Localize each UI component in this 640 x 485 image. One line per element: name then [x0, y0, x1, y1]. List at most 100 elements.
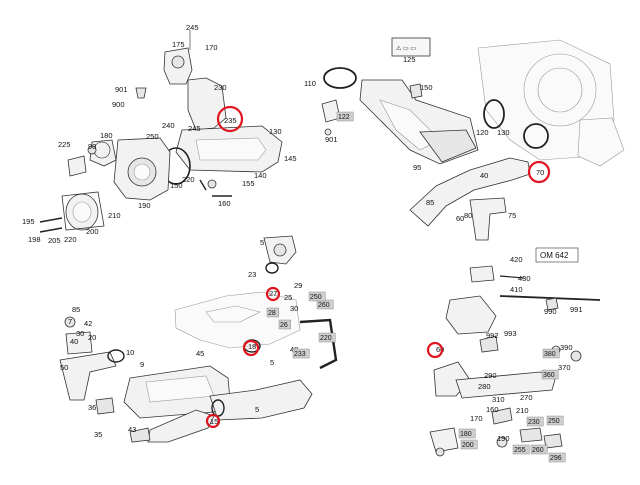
callout-tag-bg: [526, 416, 544, 427]
callout-245: 245: [188, 124, 201, 133]
callout-43: 43: [128, 425, 136, 434]
callout-110: 110: [304, 79, 316, 88]
callout-30: 30: [290, 304, 298, 313]
callout-991: 991: [570, 305, 583, 314]
callout-220: 220: [64, 235, 77, 244]
callout-160: 160: [486, 405, 499, 414]
callout-10: 10: [126, 348, 134, 357]
callout-200: 200: [462, 442, 474, 449]
callout-901: 901: [115, 85, 128, 94]
callout-5: 5: [270, 358, 274, 367]
callout-tag-bg: [548, 452, 566, 463]
callout-27: 27: [269, 289, 277, 298]
callout-990: 990: [544, 307, 557, 316]
callout-230: 230: [214, 83, 227, 92]
callout-170: 170: [470, 414, 483, 423]
callout-tag-bg: [458, 428, 476, 439]
highlight-circle-70: [527, 160, 551, 184]
callout-75: 75: [508, 211, 516, 220]
callout-130: 130: [497, 128, 510, 137]
callout-35: 35: [94, 430, 102, 439]
callout-310: 310: [492, 395, 505, 404]
callout-tag-bg: [460, 439, 478, 450]
callout-tag-bg: [318, 332, 336, 343]
callout-5: 5: [260, 238, 264, 247]
callout-240: 240: [162, 121, 175, 130]
callout-993: 993: [504, 329, 517, 338]
callout-170: 170: [205, 43, 218, 52]
callout-230: 230: [528, 419, 540, 426]
callout-5: 5: [255, 405, 259, 414]
callout-18: 18: [248, 342, 256, 351]
callout-198: 198: [28, 235, 41, 244]
engine-code-box: OM 642: [540, 251, 569, 260]
highlight-circle-15: [205, 413, 221, 429]
callout-25: 25: [284, 293, 292, 302]
callout-280: 280: [478, 382, 491, 391]
callout-26: 26: [280, 322, 288, 329]
highlight-circle-235: [216, 105, 244, 133]
callout-122: 122: [338, 114, 350, 121]
highlight-circle-27: [265, 286, 281, 302]
callout-42: 42: [84, 319, 92, 328]
callout-250: 250: [146, 132, 159, 141]
callout-40: 40: [480, 171, 488, 180]
callout-28: 28: [268, 310, 276, 317]
callout-160: 160: [218, 199, 231, 208]
callout-30: 30: [76, 329, 84, 338]
callout-430: 430: [518, 274, 531, 283]
callout-360: 360: [543, 372, 555, 379]
callout-tag-bg: [542, 348, 560, 359]
callout-80: 80: [464, 211, 472, 220]
callout-90: 90: [88, 142, 96, 151]
callout-tag-bg: [292, 348, 310, 359]
callout-220: 220: [320, 335, 332, 342]
callout-60: 60: [456, 214, 464, 223]
callout-210: 210: [108, 211, 121, 220]
callout-900: 900: [112, 100, 125, 109]
callout-tag-bg: [278, 319, 292, 330]
callout-15: 15: [210, 417, 218, 426]
callout-296: 296: [550, 455, 562, 462]
callout-85: 85: [426, 198, 434, 207]
callout-120: 120: [476, 128, 489, 137]
callout-420: 420: [510, 255, 523, 264]
callout-50: 50: [60, 363, 68, 372]
callout-20: 20: [88, 333, 96, 342]
callout-140: 140: [254, 171, 267, 180]
highlight-circle-18: [242, 339, 260, 357]
warning-label-icon: ⚠ ▭ ▭: [396, 45, 416, 52]
callout-45: 45: [196, 349, 204, 358]
callout-190: 190: [138, 201, 151, 210]
callout-250: 250: [548, 418, 560, 425]
callout-255: 255: [514, 447, 526, 454]
callout-tag-bg: [546, 415, 564, 426]
callout-901: 901: [325, 135, 338, 144]
callout-23: 23: [248, 270, 256, 279]
callout-260: 260: [318, 302, 330, 309]
callout-410: 410: [510, 285, 523, 294]
callout-40: 40: [70, 337, 78, 346]
callout-992: 992: [486, 331, 499, 340]
callout-290: 290: [484, 371, 497, 380]
callout-260: 260: [532, 447, 544, 454]
callout-70: 70: [536, 168, 544, 177]
callout-tag-bg: [308, 291, 326, 302]
callout-36: 36: [88, 403, 96, 412]
callout-210: 210: [516, 406, 529, 415]
callout-235: 235: [224, 116, 237, 125]
callout-95: 95: [413, 163, 421, 172]
callout-380: 380: [544, 351, 556, 358]
callout-85: 85: [72, 305, 80, 314]
callout-270: 270: [520, 393, 533, 402]
callout-390: 390: [560, 343, 573, 352]
callout-7: 7: [68, 317, 72, 326]
callout-245: 245: [186, 23, 199, 32]
callout-180: 180: [100, 131, 113, 140]
callout-tag-bg: [530, 444, 548, 455]
highlight-circle-60: [426, 341, 444, 359]
callout-233: 233: [294, 351, 306, 358]
